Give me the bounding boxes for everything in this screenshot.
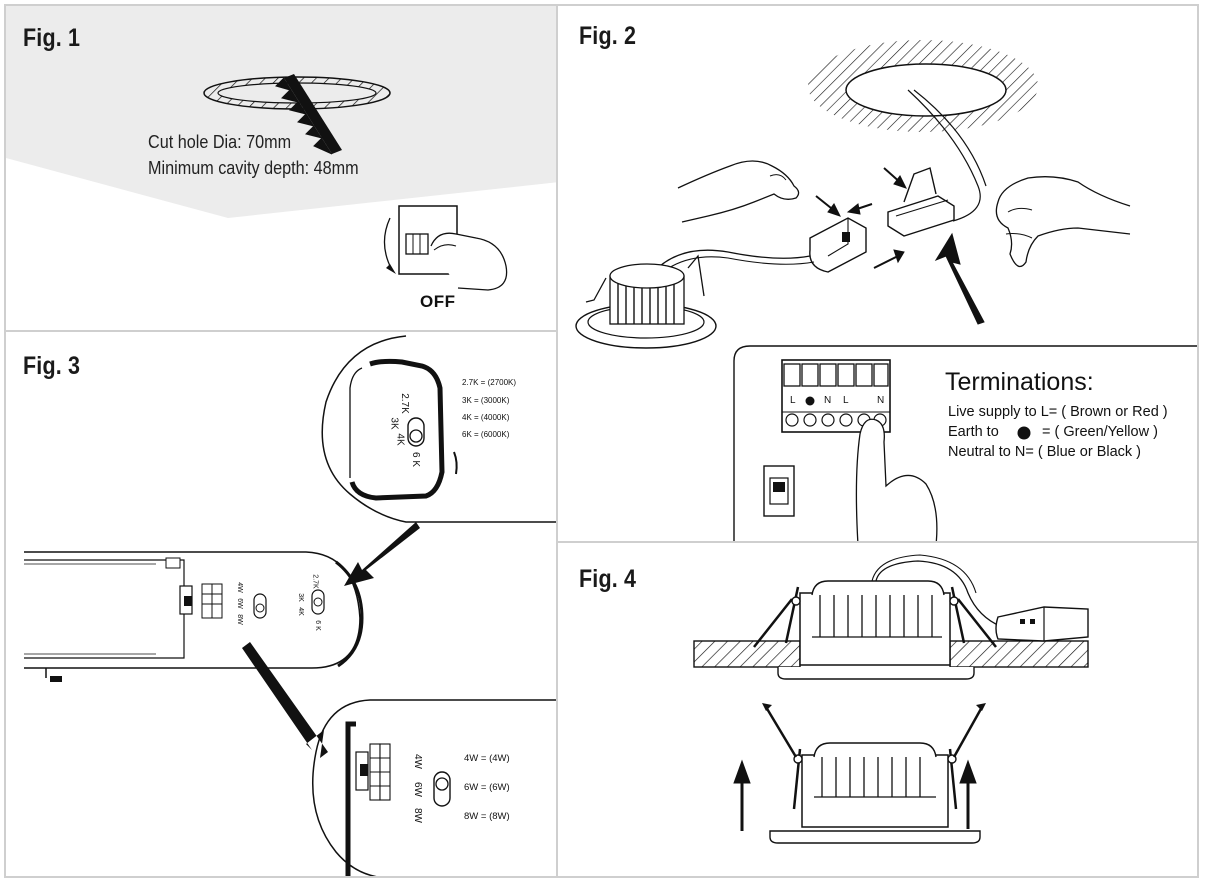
fig3-panel: Fig. 3 2.7K 3K 4K 6 K 2.7K = (2700K) 3K … xyxy=(4,330,558,878)
strip-watt-8w: 8W xyxy=(235,614,243,625)
strip-cct-4k: 4K xyxy=(296,607,304,616)
fig3-title: Fig. 3 xyxy=(23,352,81,380)
terminations-neutral: Neutral to N= ( Blue or Black ) xyxy=(948,444,1142,460)
fig4-panel: Fig. 4 xyxy=(556,541,1199,878)
cct-label-27k: 2.7K xyxy=(398,393,410,414)
watt-label-6w: 6W xyxy=(412,782,423,797)
terminal-letter: L xyxy=(843,395,849,406)
terminations-heading: Terminations: xyxy=(945,368,1094,396)
zoom-arrows xyxy=(242,522,420,758)
terminal-letter: N xyxy=(824,395,832,406)
cct-legend-3k: 3K = (3000K) xyxy=(462,396,510,405)
ceiling-board xyxy=(693,640,1089,668)
cct-legend-6k: 6K = (6000K) xyxy=(462,430,510,439)
right-hand-icon xyxy=(995,176,1131,268)
watt-housing-zoom xyxy=(345,721,451,876)
strip-cct-27k: 2.7K xyxy=(311,574,319,589)
inserting-downlight-icon xyxy=(762,703,986,844)
cct-magnifier xyxy=(321,335,556,523)
wall-switch-icon xyxy=(383,205,508,291)
watt-legend-6w: 6W = (6W) xyxy=(464,782,510,793)
watt-label-4w: 4W xyxy=(412,754,423,769)
watt-label-8w: 8W xyxy=(412,808,423,823)
cavity-depth-label: Minimum cavity depth: 48mm xyxy=(148,158,359,178)
fig1-panel: Fig. 1 Cut hole Dia: 70mm Minimum cavity… xyxy=(4,4,558,332)
left-hand-icon xyxy=(677,160,800,223)
cct-label-6k: 6 K xyxy=(410,451,422,468)
driver-box-icon xyxy=(809,217,867,273)
earth-symbol-icon xyxy=(1017,426,1031,440)
terminal-letter: L xyxy=(790,395,796,406)
cct-legend-4k: 4K = (4000K) xyxy=(462,413,510,422)
installed-downlight-icon xyxy=(753,580,997,680)
fig4-drawing xyxy=(693,554,1089,844)
off-label: OFF xyxy=(420,292,456,311)
fig1-drawing xyxy=(6,6,556,291)
terminations-earth-prefix: Earth to xyxy=(948,424,999,440)
assembly-arrows xyxy=(815,167,985,325)
strip-cct-3k: 3K xyxy=(296,593,304,602)
fig4-title: Fig. 4 xyxy=(579,565,637,593)
fig4-driver-icon xyxy=(995,606,1089,642)
watt-magnifier xyxy=(311,699,556,876)
cct-label-3k: 3K xyxy=(388,417,400,430)
terminations-live: Live supply to L= ( Brown or Red ) xyxy=(948,404,1168,420)
fig3-drawing xyxy=(24,335,556,876)
watt-legend-4w: 4W = (4W) xyxy=(464,753,510,764)
cct-label-4k: 4K xyxy=(394,433,406,446)
push-up-arrows xyxy=(733,759,977,831)
ceiling-hatch xyxy=(808,40,1038,132)
saw-icon xyxy=(275,74,342,155)
terminations-earth-suffix: = ( Green/Yellow ) xyxy=(1042,424,1158,440)
watt-legend-8w: 8W = (8W) xyxy=(464,811,510,822)
cut-hole-label: Cut hole Dia: 70mm xyxy=(148,132,292,152)
fig2-drawing xyxy=(575,40,1197,541)
small-switch-icon xyxy=(763,465,795,517)
strip-watt-4w: 4W xyxy=(235,582,243,593)
cct-housing-zoom xyxy=(349,358,458,501)
downlight-icon xyxy=(575,254,717,349)
fig2-panel: Fig. 2 L N L N Terminations: Live supply… xyxy=(556,4,1199,543)
terminations-inset-frame xyxy=(733,345,1197,541)
strip-watt-6w: 6W xyxy=(235,598,243,609)
fig1-title: Fig. 1 xyxy=(23,24,81,52)
fig2-title: Fig. 2 xyxy=(579,22,637,50)
strip-cct-6k: 6 K xyxy=(313,620,321,631)
driver-housing xyxy=(24,551,364,682)
ceiling-shade xyxy=(6,6,556,218)
pointing-finger-icon xyxy=(855,418,938,541)
connector-block-icon xyxy=(887,167,955,237)
cct-legend-27k: 2.7K = (2700K) xyxy=(462,378,517,387)
terminal-letter: N xyxy=(877,395,885,406)
